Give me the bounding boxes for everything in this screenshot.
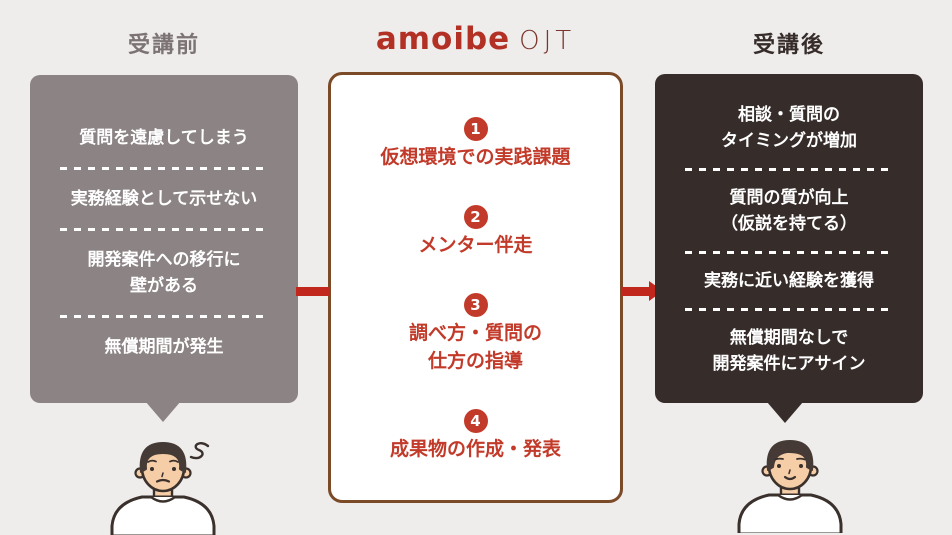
after-item-2: 質問の質が向上 （仮説を持てる）: [721, 188, 857, 234]
after-item-3: 実務に近い経験を獲得: [704, 271, 874, 291]
flow-connector-right: [621, 287, 649, 296]
happy-person-illustration: [737, 440, 843, 533]
after-item-1: 相談・質問の タイミングが増加: [721, 105, 857, 151]
before-panel: 質問を遠慮してしまう 実務経験として示せない 開発案件への移行に 壁がある 無償…: [30, 75, 298, 403]
before-item-3: 開発案件への移行に 壁がある: [87, 250, 241, 296]
ojt-program-panel: 1 仮想環境での実践課題 2 メンター伴走 3 調べ方・質問の 仕方の指導 4 …: [328, 72, 623, 503]
after-speech-tail: [767, 402, 803, 423]
flow-connector-left: [296, 287, 330, 296]
before-item-1: 質問を遠慮してしまう: [79, 128, 249, 148]
program-step-1: 1 仮想環境での実践課題: [331, 117, 620, 171]
logo-amoibe-text: amoibe: [375, 21, 511, 57]
step-label: 成果物の作成・発表: [389, 438, 561, 460]
before-item-2: 実務経験として示せない: [70, 189, 258, 209]
program-step-2: 2 メンター伴走: [331, 205, 620, 259]
before-title: 受講前: [127, 33, 200, 58]
amoibe-ojt-logo: amoibe OJT: [328, 21, 623, 57]
step-number-badge: 3: [463, 293, 488, 317]
step-label: 調べ方・質問の 仕方の指導: [408, 322, 542, 372]
step-number-badge: 1: [463, 117, 488, 141]
person-body: [737, 440, 843, 533]
confused-person-illustration: [110, 442, 216, 535]
after-panel: 相談・質問の タイミングが増加 質問の質が向上 （仮説を持てる） 実務に近い経験…: [655, 74, 923, 403]
logo-ojt-text: OJT: [519, 26, 576, 56]
before-speech-tail: [145, 401, 181, 422]
step-label: 仮想環境での実践課題: [380, 146, 571, 168]
dashed-divider: [685, 168, 893, 171]
after-item-4: 無償期間なしで 開発案件にアサイン: [712, 328, 866, 374]
program-step-4: 4 成果物の作成・発表: [331, 409, 620, 463]
step-label: メンター伴走: [418, 234, 533, 256]
step-number-badge: 4: [463, 409, 488, 433]
dashed-divider: [60, 228, 268, 231]
after-title: 受講後: [752, 33, 825, 58]
before-item-4: 無償期間が発生: [104, 337, 224, 357]
confusion-squiggle-icon: [189, 442, 210, 460]
dashed-divider: [685, 308, 893, 311]
dashed-divider: [60, 167, 268, 170]
program-step-3: 3 調べ方・質問の 仕方の指導: [331, 293, 620, 375]
step-number-badge: 2: [463, 205, 488, 229]
person-body: [110, 442, 216, 535]
dashed-divider: [685, 251, 893, 254]
dashed-divider: [60, 315, 268, 318]
